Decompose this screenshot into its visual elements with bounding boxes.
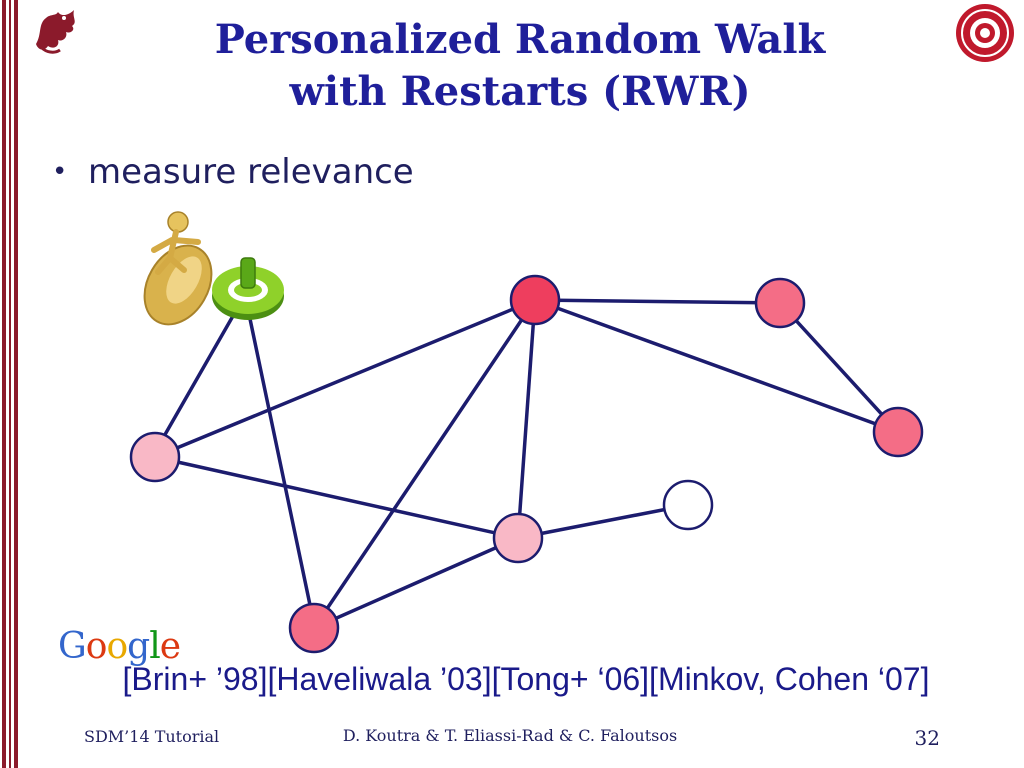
graph-edge <box>153 293 247 454</box>
google-logo: Google <box>58 626 181 667</box>
google-letter: e <box>159 626 181 667</box>
left-accent-stripes <box>0 0 22 768</box>
bullet-item: • measure relevance <box>52 152 414 192</box>
restart-power-icon <box>212 257 284 320</box>
footer-tutorial-label: SDM’14 Tutorial <box>84 727 220 746</box>
graph-edge <box>516 298 537 540</box>
citation-references: [Brin+ ’98][Haveliwala ’03][Tong+ ‘06][M… <box>122 661 930 697</box>
page-number: 32 <box>914 726 940 750</box>
title-line-2: with Restarts (RWR) <box>289 68 751 115</box>
surfer-on-mouse-icon <box>143 211 213 326</box>
graph-node <box>492 512 544 564</box>
graph-node <box>872 406 924 458</box>
graph-edge <box>312 536 520 630</box>
graph-node <box>129 431 181 483</box>
graph-node <box>754 277 806 329</box>
footer-authors: D. Koutra & T. Eliassi-Rad & C. Faloutso… <box>342 726 678 745</box>
university-seal-icon <box>956 4 1014 62</box>
graph-edge <box>778 301 900 434</box>
graph-edge <box>533 298 900 434</box>
google-letter: o <box>106 626 128 667</box>
bullet-text: measure relevance <box>88 152 414 192</box>
graph-node <box>288 602 340 654</box>
google-letter: o <box>85 626 108 667</box>
graph-edge <box>312 298 537 630</box>
google-letter: g <box>127 626 150 667</box>
graph-edge <box>153 455 520 540</box>
slide-title: Personalized Random Walk with Restarts (… <box>100 14 940 118</box>
title-line-1: Personalized Random Walk <box>214 16 826 63</box>
graph-edge <box>153 298 537 459</box>
graph-node <box>662 479 714 531</box>
bullet-marker: • <box>52 157 68 187</box>
dragon-logo-icon <box>36 10 75 54</box>
graph-edge <box>516 503 690 540</box>
graph-node <box>509 274 561 326</box>
graph-edge <box>533 298 782 305</box>
graph-edge <box>243 293 316 626</box>
google-letter: G <box>58 626 87 667</box>
google-letter: l <box>149 626 160 667</box>
